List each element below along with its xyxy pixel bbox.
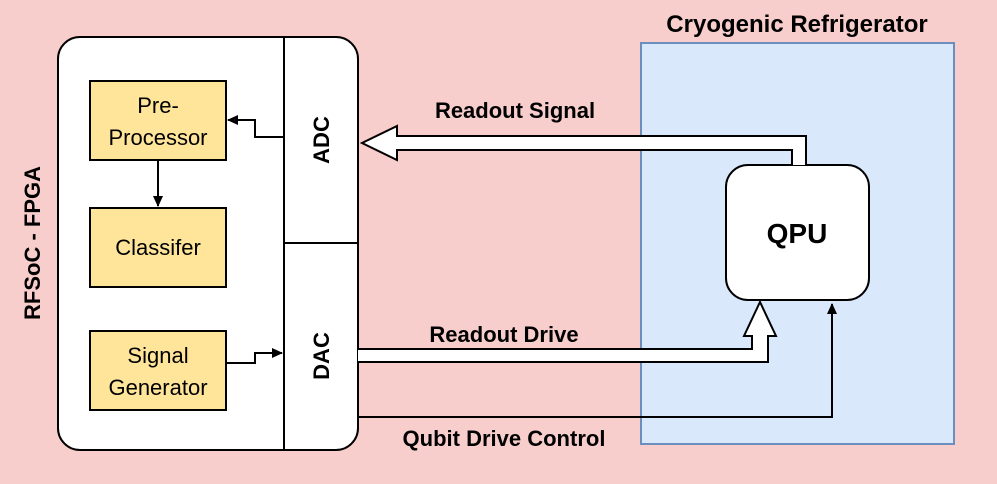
preprocessor-label-line1: Pre-: [137, 93, 179, 118]
preprocessor-label-line2: Processor: [108, 125, 207, 150]
adc-label: ADC: [309, 116, 334, 164]
classifier-label: Classifer: [115, 235, 201, 260]
classifier-block: [89, 207, 227, 288]
readout-signal-label: Readout Signal: [435, 98, 595, 123]
readout-drive-arrow: [358, 299, 778, 363]
readout-signal-arrow: [359, 124, 807, 165]
signal-generator-label-line2: Generator: [108, 375, 207, 400]
qubit-drive-control-line: [358, 303, 837, 418]
cryogenic-refrigerator-title: Cryogenic Refrigerator: [666, 11, 927, 38]
dac-label: DAC: [309, 332, 334, 380]
fpga-side-label: RFSoC - FPGA: [20, 166, 45, 320]
signal-generator-to-dac-arrow: [226, 348, 283, 364]
signal-generator-label-line1: Signal: [127, 343, 188, 368]
adc-to-preprocessor-arrow: [227, 115, 284, 138]
readout-drive-label: Readout Drive: [429, 322, 578, 347]
qubit-drive-control-label: Qubit Drive Control: [403, 426, 606, 451]
qpu-label: QPU: [767, 218, 828, 249]
signal-generator-block: [89, 330, 227, 411]
